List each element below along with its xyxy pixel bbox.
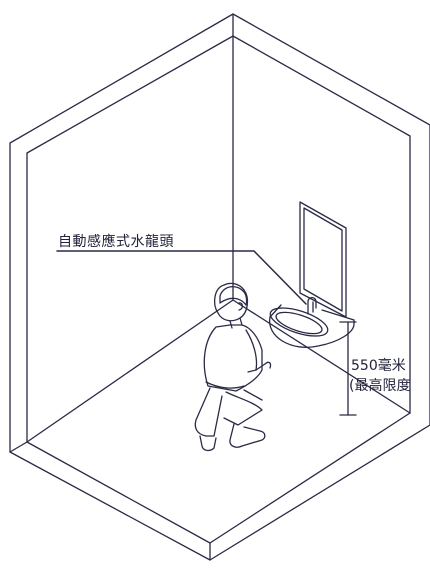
height-dimension xyxy=(339,321,357,416)
person xyxy=(194,282,272,452)
height-value-label: 550毫米 xyxy=(351,358,406,374)
height-note-label: (最高限度 xyxy=(349,378,411,394)
basin xyxy=(269,304,355,348)
faucet-callout-line xyxy=(56,250,307,305)
sensor-faucet xyxy=(307,296,317,315)
faucet-label: 自動感應式水龍頭 xyxy=(58,234,174,250)
room-inner-edges xyxy=(9,35,411,561)
